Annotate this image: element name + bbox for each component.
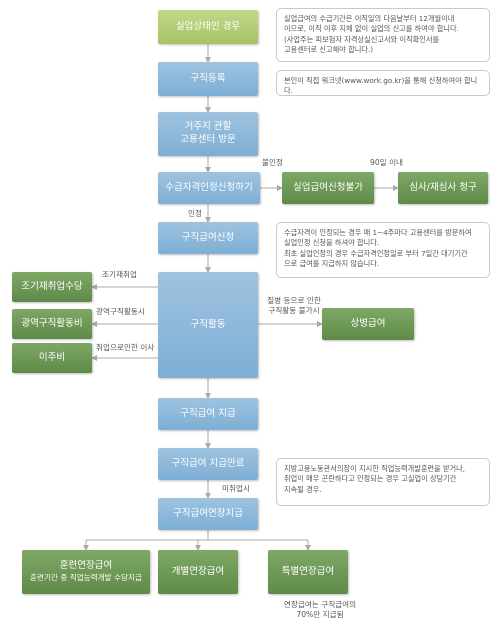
- label-not-employed: 미취업시: [222, 484, 250, 493]
- node-sickness-benefit: 상병급여: [322, 308, 414, 340]
- node-individual-extension: 개별연장급여: [158, 550, 238, 594]
- node-job-register: 구직등록: [158, 62, 258, 96]
- label-within-90-days: 90일 이내: [370, 158, 404, 167]
- node-wide-area-job: 광역구직활동비: [12, 309, 92, 339]
- node-job-activity: 구직활동: [158, 272, 258, 378]
- label-early-reemploy: 조기재취업: [102, 270, 137, 279]
- node-job-benefit-end: 구직급여 지급만료: [158, 448, 258, 480]
- label-approved: 인정: [188, 209, 202, 218]
- note-extension-conditions: 지방고용노동관서의장이 지시한 직업능력개발훈련을 받거나,취업이 매우 곤란하…: [276, 458, 490, 506]
- label-not-approved: 불인정: [262, 158, 283, 167]
- node-review-claim: 심사/재심사 청구: [398, 172, 488, 204]
- label-move: 취업으로인한 이사: [96, 343, 155, 352]
- node-early-reemployment: 조기재취업수당: [12, 272, 92, 302]
- label-wide-area: 광역구직활동시: [96, 307, 145, 316]
- note-worknet: 본인이 직접 워크넷(www.work.go.kr)을 통해 신청하여야 합니다…: [276, 70, 490, 96]
- node-special-extension: 특별연장급여: [268, 550, 348, 594]
- node-unemployment-appeal: 실업급여신청불가: [282, 172, 374, 204]
- node-eligibility-apply: 수급자격인정신청하기: [158, 172, 260, 204]
- node-relocation: 이주비: [12, 343, 92, 373]
- node-extension-benefit: 구직급여연장지급: [158, 498, 258, 530]
- node-job-benefit-apply: 구직급여신청: [158, 222, 258, 254]
- node-unemployed: 실업상태인 경우: [158, 10, 258, 44]
- node-job-benefit-pay: 구직급여 지급: [158, 398, 258, 430]
